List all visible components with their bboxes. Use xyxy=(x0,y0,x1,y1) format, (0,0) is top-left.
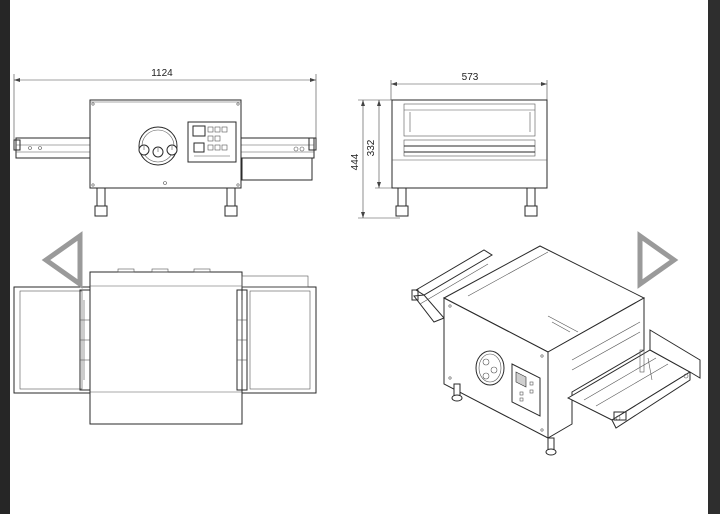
scrollbar-edge[interactable] xyxy=(708,0,720,514)
front-view: 1124 xyxy=(13,68,317,217)
dim-width-label: 1124 xyxy=(151,68,173,79)
triangle-left-icon xyxy=(41,231,83,289)
side-view: 573 444 332 xyxy=(350,72,548,219)
drawing-canvas xyxy=(10,0,708,514)
dim-depth-label: 573 xyxy=(462,72,479,83)
top-view xyxy=(13,268,317,425)
dim-height-total-label: 444 xyxy=(350,153,361,170)
isometric-view xyxy=(411,245,701,456)
dim-height-body-label: 332 xyxy=(366,139,377,156)
previous-view-button[interactable] xyxy=(40,228,86,292)
triangle-right-icon xyxy=(637,231,679,289)
next-view-button[interactable] xyxy=(634,228,680,292)
